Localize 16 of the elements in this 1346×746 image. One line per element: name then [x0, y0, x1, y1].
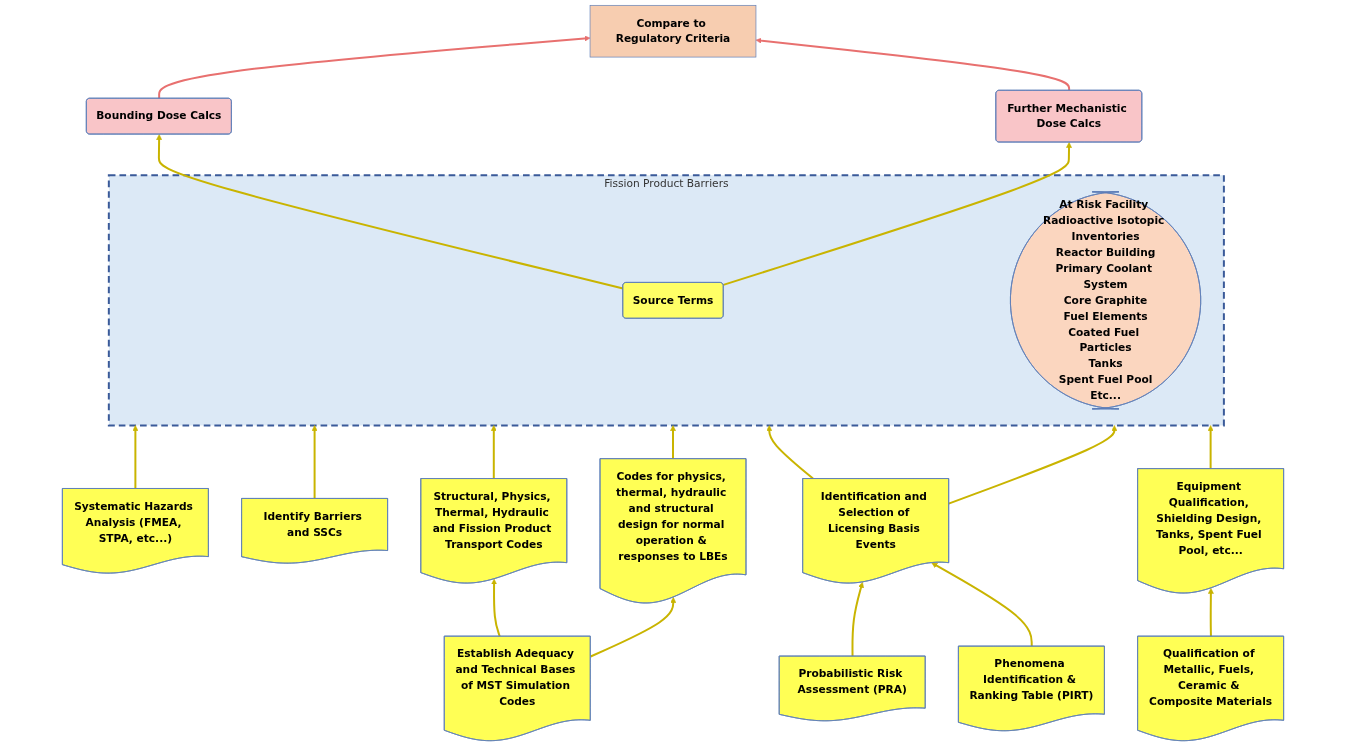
arrow — [490, 425, 497, 480]
arrow — [491, 578, 501, 638]
arrow — [1207, 587, 1214, 638]
arrow — [670, 425, 676, 460]
node-box: Compare to Regulatory Criteria — [589, 4, 757, 58]
arrow — [1207, 425, 1214, 470]
arrow — [766, 425, 814, 480]
arrow — [589, 597, 677, 658]
arrow — [755, 37, 1071, 92]
arrow — [132, 425, 139, 490]
arrow — [851, 581, 864, 658]
arrow — [947, 425, 1118, 505]
arrow — [931, 562, 1033, 648]
arrow — [311, 425, 318, 500]
arrow — [722, 142, 1072, 286]
arrow — [158, 35, 591, 100]
